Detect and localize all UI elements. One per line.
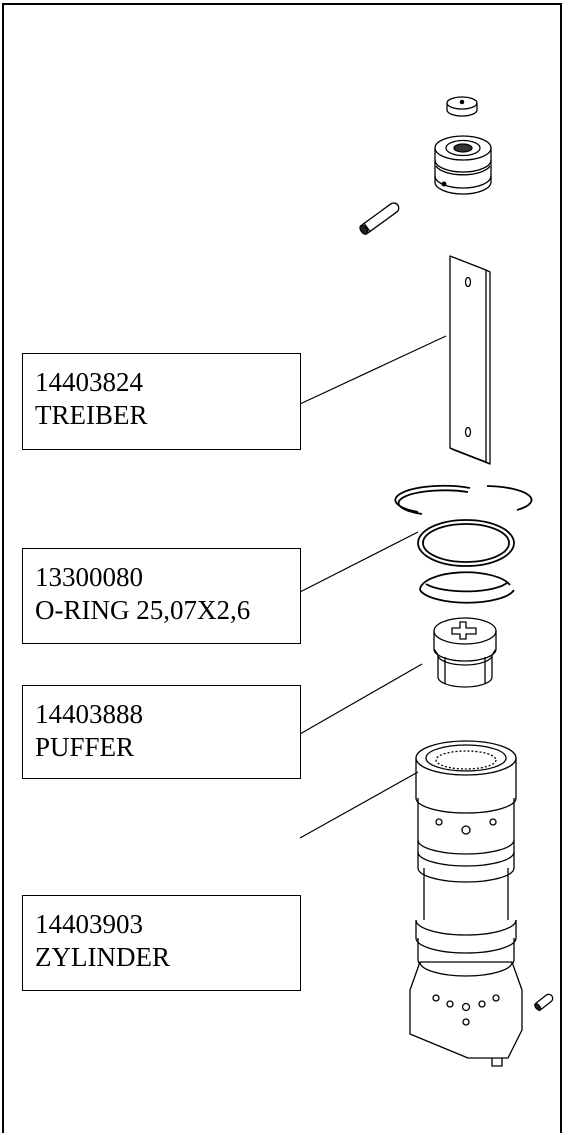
part-name: ZYLINDER	[35, 942, 170, 972]
small-pin	[534, 993, 554, 1011]
cylinder-body	[409, 740, 523, 1067]
seal-housing	[434, 135, 492, 195]
leader-line-o-ring	[299, 531, 419, 593]
part-name: PUFFER	[35, 732, 135, 762]
part-number: 14403903	[35, 909, 143, 939]
drawing-frame	[2, 3, 562, 1133]
leader-line-treiber	[299, 335, 447, 405]
buffer-part	[433, 617, 497, 688]
part-label-o-ring: 13300080 O-RING 25,07X2,6	[22, 548, 301, 644]
leader-line-zylinder	[299, 771, 419, 839]
part-label-zylinder: 14403903 ZYLINDER	[22, 895, 301, 991]
o-rings	[394, 484, 533, 604]
dowel-pin	[359, 202, 400, 235]
driver-bar	[449, 255, 491, 465]
leader-line-puffer	[299, 663, 423, 735]
part-label-puffer: 14403888 PUFFER	[22, 685, 301, 779]
part-label-treiber: 14403824 TREIBER	[22, 353, 301, 450]
part-number: 14403824	[35, 367, 143, 397]
part-name: TREIBER	[35, 400, 148, 430]
part-number: 14403888	[35, 699, 143, 729]
part-number: 13300080	[35, 562, 143, 592]
valve-disc	[446, 96, 478, 117]
part-name: O-RING 25,07X2,6	[35, 595, 251, 625]
